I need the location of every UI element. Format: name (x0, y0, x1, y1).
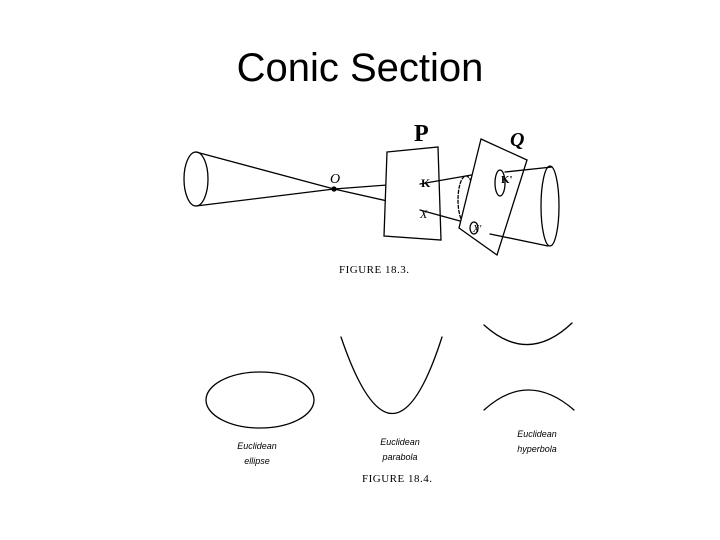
label-k-prime: K' (501, 174, 513, 186)
label-origin: O (330, 172, 340, 187)
figure-18-3-caption: FIGURE 18.3. (339, 264, 410, 276)
label-x-prime: X' (472, 224, 482, 235)
figure-18-3-diagram (183, 138, 560, 257)
label-plane-p: P (414, 121, 429, 147)
figure-18-4-diagram (205, 322, 575, 429)
ellipse-label: Euclidean ellipse (222, 439, 292, 469)
parabola-label: Euclidean parabola (365, 435, 435, 465)
left-cone-upper-edge (195, 151, 335, 190)
label-x: X (419, 207, 428, 221)
parabola-label-line-2: parabola (382, 452, 418, 462)
section-x-prime (469, 221, 479, 235)
hyperbola-label: Euclidean hyperbola (502, 427, 572, 457)
label-plane-q: Q (510, 129, 524, 151)
hyperbola-upper-branch (483, 322, 573, 346)
plane-p (383, 146, 442, 241)
section-k-prime (494, 169, 506, 197)
right-cone-upper-edge (504, 166, 553, 173)
parabola-curve (340, 336, 443, 415)
ellipse-label-line-2: ellipse (244, 456, 270, 466)
plane-q (458, 138, 528, 257)
hyperbola-lower-branch (483, 389, 575, 411)
ellipse-label-line-1: Euclidean (237, 441, 277, 451)
label-k: K (421, 176, 431, 190)
figure-18-4-caption: FIGURE 18.4. (362, 473, 433, 485)
right-cone-lower-edge (489, 233, 549, 247)
hyperbola-label-line-1: Euclidean (517, 429, 557, 439)
slide-title: Conic Section (236, 46, 484, 90)
ellipse-curve (205, 371, 315, 429)
right-cone-base (540, 165, 560, 247)
left-cone-lower-edge (195, 188, 335, 207)
parabola-label-line-1: Euclidean (380, 437, 420, 447)
hyperbola-label-line-2: hyperbola (517, 444, 557, 454)
left-cone-base (183, 151, 209, 207)
